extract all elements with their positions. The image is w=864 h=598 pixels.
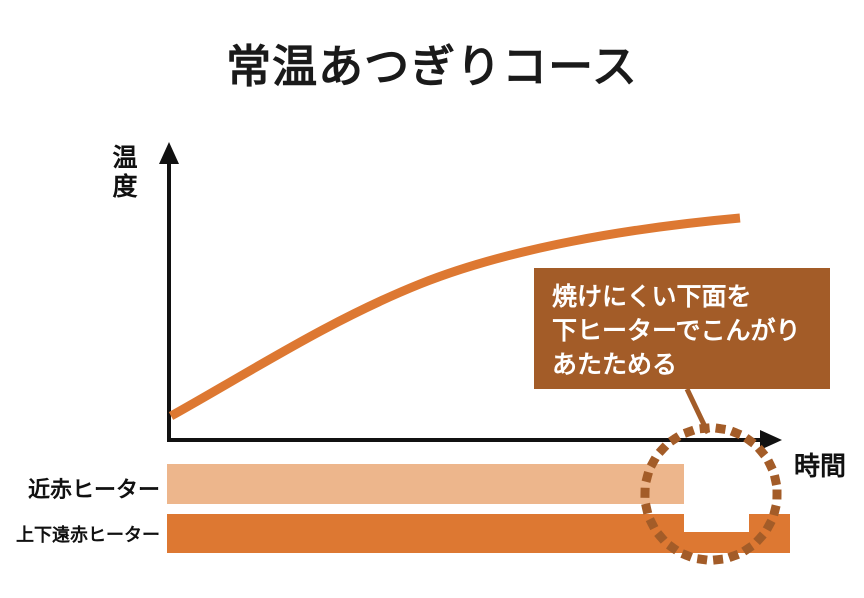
bar-near-infrared-heater [167, 464, 684, 504]
arrow-right-icon [760, 430, 782, 450]
legend-label-far-infrared-heater: 上下遠赤ヒーター [16, 525, 160, 545]
bar-far-infrared-heater [167, 514, 790, 553]
callout-line-3: あたためる [552, 351, 678, 379]
callout-box: 焼けにくい下面を 下ヒーターでこんがり あたためる [534, 268, 830, 389]
temperature-curve [168, 213, 741, 420]
x-axis-label: 時間 [794, 451, 847, 481]
page-title: 常温あつぎりコース [226, 41, 638, 92]
dotted-highlight-circle [640, 423, 782, 565]
callout-line-2: 下ヒーターでこんがり [552, 317, 801, 345]
legend-label-near-infrared-heater: 近赤ヒーター [27, 477, 160, 502]
y-axis-label-char-1: 温度 [112, 144, 138, 201]
y-axis-label: 温度 [108, 144, 142, 202]
callout-line-1: 焼けにくい下面を [552, 283, 752, 311]
arrow-up-icon [159, 142, 179, 164]
